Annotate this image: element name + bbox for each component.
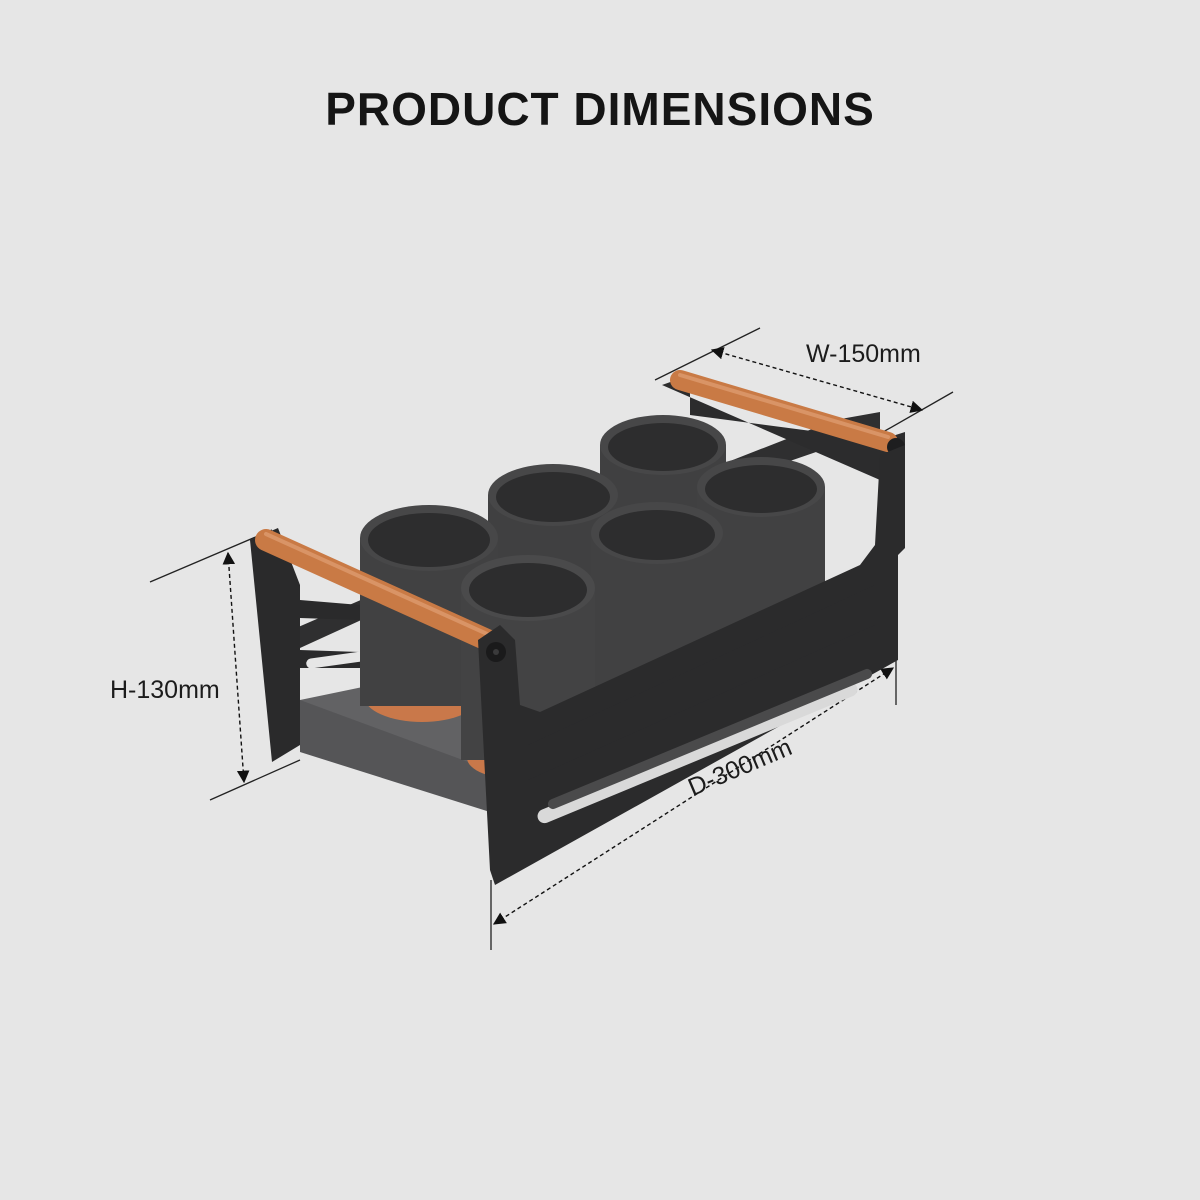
front-frame-panel bbox=[478, 445, 905, 885]
page-title: PRODUCT DIMENSIONS bbox=[325, 83, 875, 135]
base-tray-front bbox=[300, 700, 490, 812]
height-label: H-130mm bbox=[110, 676, 220, 704]
dimension-arrow-icon bbox=[710, 347, 924, 413]
frame-slot bbox=[547, 668, 873, 810]
dimension-arrow-icon bbox=[222, 551, 250, 784]
width-label: W-150mm bbox=[806, 340, 921, 368]
dimension-arrow-icon bbox=[492, 667, 895, 925]
height-dimension bbox=[149, 529, 301, 801]
frame-slot bbox=[537, 682, 858, 824]
left-end-panel bbox=[250, 528, 360, 762]
width-dimension bbox=[654, 327, 954, 433]
right-end-panel bbox=[662, 375, 905, 480]
front-handle bbox=[255, 529, 507, 655]
depth-dimension bbox=[490, 655, 897, 950]
